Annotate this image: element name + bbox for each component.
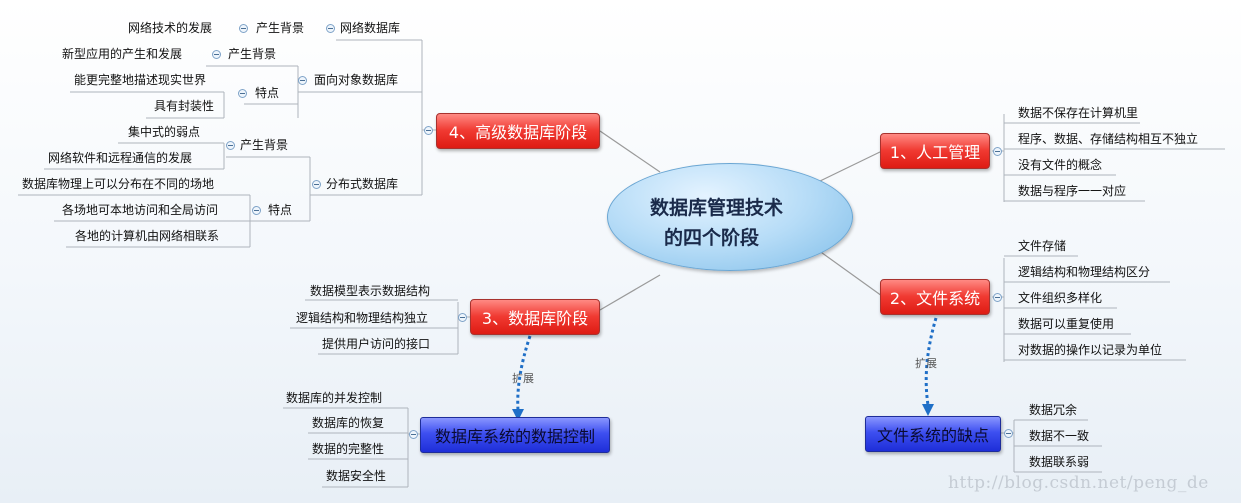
stage1-collapse-icon[interactable] — [993, 147, 1002, 156]
stage3-item: 数据模型表示数据结构 — [310, 284, 431, 298]
stage1-item: 程序、数据、存储结构相互不独立 — [1018, 132, 1199, 146]
db-data-control-item: 数据库的并发控制 — [286, 391, 383, 405]
distributed-db-background-item: 集中式的弱点 — [128, 125, 201, 139]
db-data-control-item: 数据安全性 — [326, 469, 387, 483]
stage4-node[interactable]: 4、高级数据库阶段 — [436, 113, 600, 149]
file-system-drawbacks-collapse-icon[interactable] — [1004, 429, 1013, 438]
distributed-db-feature-item: 数据库物理上可以分布在不同的场地 — [22, 177, 215, 191]
stage2-item: 数据可以重复使用 — [1018, 317, 1115, 331]
file-system-drawback-item: 数据不一致 — [1029, 429, 1090, 443]
distributed-db-features-label: 特点 — [268, 203, 293, 217]
stage2-item: 文件存储 — [1018, 239, 1067, 253]
stage2-node[interactable]: 2、文件系统 — [880, 279, 990, 315]
stage3-item: 逻辑结构和物理结构独立 — [296, 311, 429, 325]
center-title-line2: 的四个阶段 — [664, 227, 760, 249]
oodb-collapse-icon[interactable] — [298, 76, 307, 85]
oodb-label: 面向对象数据库 — [314, 73, 399, 87]
network-db-background-item: 网络技术的发展 — [128, 21, 213, 35]
oodb-features-collapse-icon[interactable] — [238, 89, 247, 98]
center-node[interactable] — [607, 163, 853, 271]
file-system-drawback-item: 数据冗余 — [1029, 403, 1078, 417]
distributed-db-background-label: 产生背景 — [240, 138, 289, 152]
file-system-drawback-item: 数据联系弱 — [1029, 455, 1090, 469]
db-data-control-collapse-icon[interactable] — [409, 430, 418, 439]
network-db-background-collapse-icon[interactable] — [239, 24, 248, 33]
oodb-features-label: 特点 — [255, 86, 280, 100]
stage1-item: 数据不保存在计算机里 — [1018, 106, 1139, 120]
stage1-node[interactable]: 1、人工管理 — [880, 133, 990, 169]
network-db-label: 网络数据库 — [340, 21, 401, 35]
center-title-line1: 数据库管理技术 — [650, 197, 784, 219]
oodb-feature-item: 具有封装性 — [154, 99, 215, 113]
center-title: 数据库管理技术 的四个阶段 — [640, 193, 840, 253]
distributed-db-features-collapse-icon[interactable] — [252, 206, 261, 215]
oodb-feature-item: 能更完整地描述现实世界 — [74, 73, 207, 87]
stage3-node[interactable]: 3、数据库阶段 — [470, 299, 600, 335]
file-system-drawbacks-node[interactable]: 文件系统的缺点 — [865, 416, 1001, 452]
oodb-background-collapse-icon[interactable] — [212, 50, 221, 59]
network-db-background-label: 产生背景 — [256, 21, 305, 35]
oodb-background-label: 产生背景 — [228, 47, 277, 61]
distributed-db-feature-item: 各地的计算机由网络相联系 — [75, 229, 220, 243]
stage2-collapse-icon[interactable] — [993, 293, 1002, 302]
oodb-background-item: 新型应用的产生和发展 — [62, 47, 183, 61]
db-data-control-item: 数据的完整性 — [312, 442, 385, 456]
stage1-item: 没有文件的概念 — [1018, 158, 1103, 172]
watermark: http://blog.csdn.net/peng_de — [948, 473, 1209, 493]
distributed-db-background-collapse-icon[interactable] — [226, 141, 235, 150]
stage2-item: 逻辑结构和物理结构区分 — [1018, 265, 1151, 279]
distributed-db-label: 分布式数据库 — [326, 177, 399, 191]
db-data-control-item: 数据库的恢复 — [312, 416, 385, 430]
stage3-extension-label: 扩展 — [512, 372, 534, 385]
stage3-item: 提供用户访问的接口 — [322, 337, 431, 351]
distributed-db-collapse-icon[interactable] — [312, 180, 321, 189]
stage2-extension-label: 扩展 — [915, 357, 937, 370]
distributed-db-feature-item: 各场地可本地访问和全局访问 — [62, 203, 219, 217]
stage3-collapse-icon[interactable] — [458, 313, 467, 322]
stage1-item: 数据与程序一一对应 — [1018, 184, 1127, 198]
db-data-control-node[interactable]: 数据库系统的数据控制 — [420, 417, 610, 453]
network-db-collapse-icon[interactable] — [326, 24, 335, 33]
stage2-item: 对数据的操作以记录为单位 — [1018, 343, 1163, 357]
distributed-db-background-item: 网络软件和远程通信的发展 — [48, 151, 193, 165]
stage4-collapse-icon[interactable] — [424, 126, 433, 135]
stage2-item: 文件组织多样化 — [1018, 291, 1103, 305]
